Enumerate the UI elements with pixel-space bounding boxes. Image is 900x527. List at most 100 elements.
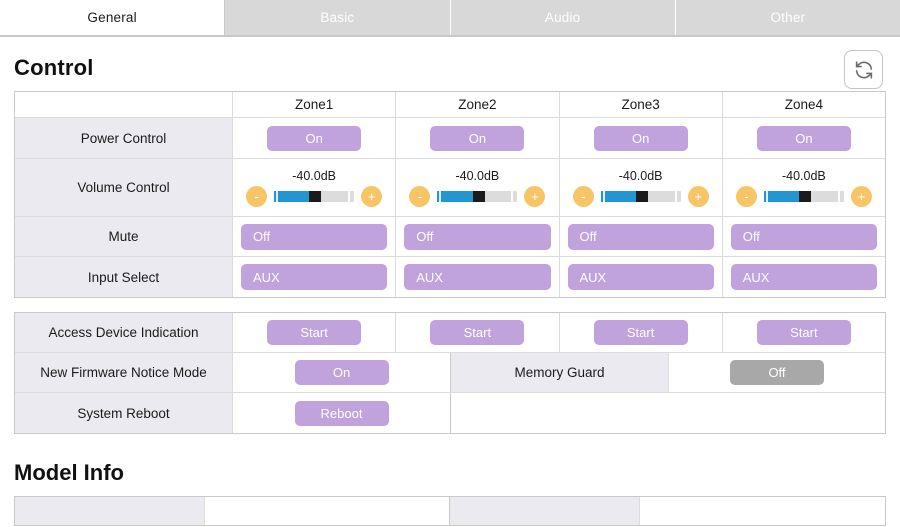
volume-slider-zone1: - + (246, 185, 383, 207)
input-select-button-zone1[interactable]: AUX (241, 264, 388, 290)
mute-row: Mute Off Off Off Off (15, 217, 885, 257)
model-info-label-cell-2 (450, 497, 640, 525)
volume-track-zone4[interactable] (763, 190, 844, 202)
access-device-indication-label: Access Device Indication (15, 313, 233, 352)
volume-track-zone1[interactable] (274, 190, 355, 202)
power-cell-zone1: On (233, 118, 397, 158)
volume-cell-zone3: -40.0dB - + (560, 159, 723, 216)
tab-bar: General Basic Audio Other (0, 0, 900, 35)
tab-basic-label: Basic (320, 10, 355, 25)
tab-audio[interactable]: Audio (450, 0, 676, 35)
power-button-zone3[interactable]: On (593, 125, 688, 151)
system-row-filler (451, 393, 885, 433)
volume-control-label: Volume Control (15, 159, 233, 216)
volume-decrease-zone4[interactable]: - (735, 185, 757, 207)
volume-slider-zone4: - + (735, 185, 872, 207)
reboot-cell: Reboot (233, 393, 451, 433)
new-firmware-notice-mode-label: New Firmware Notice Mode (15, 353, 233, 392)
volume-slider-zone3: - + (572, 185, 709, 207)
volume-control-row: Volume Control -40.0dB - + -40.0dB - (15, 159, 885, 217)
tab-general[interactable]: General (0, 0, 226, 35)
input-select-label: Input Select (15, 257, 233, 297)
refresh-button[interactable] (844, 50, 883, 89)
firmware-memoryguard-row: New Firmware Notice Mode On Memory Guard… (15, 353, 885, 393)
mute-label: Mute (15, 217, 233, 256)
memory-guard-cell: Off (669, 353, 885, 392)
power-cell-zone4: On (723, 118, 885, 158)
power-button-zone4[interactable]: On (756, 125, 851, 151)
access-cell-zone2: Start (396, 313, 560, 352)
refresh-icon (855, 60, 872, 79)
input-select-button-zone4[interactable]: AUX (730, 264, 877, 290)
mute-cell-zone3: Off (560, 217, 723, 256)
system-table: Access Device Indication Start Start Sta… (14, 312, 886, 434)
tab-other-label: Other (770, 10, 806, 25)
volume-decrease-zone3[interactable]: - (572, 185, 594, 207)
memory-guard-label: Memory Guard (451, 353, 669, 392)
access-cell-zone3: Start (560, 313, 723, 352)
input-select-row: Input Select AUX AUX AUX AUX (15, 257, 885, 297)
system-reboot-row: System Reboot Reboot (15, 393, 885, 433)
page-title: Control (14, 55, 94, 80)
access-cell-zone1: Start (233, 313, 397, 352)
zone-header-4: Zone4 (784, 97, 824, 112)
input-cell-zone1: AUX (233, 257, 397, 297)
mute-button-zone1[interactable]: Off (241, 223, 388, 250)
power-control-row: Power Control On On On On (15, 118, 885, 159)
power-button-zone2[interactable]: On (430, 125, 525, 151)
volume-increase-zone1[interactable]: + (361, 185, 383, 207)
mute-button-zone4[interactable]: Off (730, 223, 877, 250)
system-reboot-button[interactable]: Reboot (294, 400, 389, 426)
input-cell-zone2: AUX (396, 257, 560, 297)
volume-track-zone2[interactable] (437, 190, 518, 202)
zone-header-3: Zone3 (560, 92, 723, 117)
model-info-label-cell-1 (15, 497, 205, 525)
model-info-value-cell-1 (205, 497, 450, 525)
zone-header-row: Zone1 Zone2 Zone3 Zone4 (15, 92, 885, 118)
power-button-zone1[interactable]: On (267, 125, 362, 151)
input-cell-zone4: AUX (723, 257, 885, 297)
access-start-button-zone2[interactable]: Start (430, 320, 525, 345)
power-control-label: Power Control (15, 118, 233, 158)
access-start-button-zone3[interactable]: Start (593, 320, 688, 345)
input-select-button-zone2[interactable]: AUX (404, 264, 551, 290)
volume-cell-zone1: -40.0dB - + (233, 159, 397, 216)
access-start-button-zone4[interactable]: Start (756, 320, 851, 345)
memory-guard-button[interactable]: Off (730, 360, 824, 385)
volume-slider-zone2: - + (409, 185, 546, 207)
model-info-title: Model Info (14, 460, 124, 485)
volume-value-zone2: -40.0dB (455, 168, 500, 183)
volume-decrease-zone2[interactable]: - (409, 185, 431, 207)
mute-cell-zone4: Off (723, 217, 885, 256)
tab-other[interactable]: Other (675, 0, 900, 35)
firmware-cell: On (233, 353, 451, 392)
input-cell-zone3: AUX (560, 257, 723, 297)
input-select-button-zone3[interactable]: AUX (567, 264, 714, 290)
tab-audio-label: Audio (544, 10, 581, 25)
volume-increase-zone4[interactable]: + (850, 185, 872, 207)
zone-header-spacer (15, 92, 233, 117)
volume-track-zone3[interactable] (600, 190, 681, 202)
volume-value-zone4: -40.0dB (781, 168, 826, 183)
volume-increase-zone3[interactable]: + (687, 185, 709, 207)
volume-cell-zone4: -40.0dB - + (723, 159, 885, 216)
volume-cell-zone2: -40.0dB - + (396, 159, 560, 216)
tab-basic[interactable]: Basic (225, 0, 451, 35)
access-device-indication-row: Access Device Indication Start Start Sta… (15, 313, 885, 353)
model-info-table (14, 496, 886, 526)
mute-cell-zone2: Off (396, 217, 560, 256)
volume-increase-zone2[interactable]: + (524, 185, 546, 207)
mute-cell-zone1: Off (233, 217, 397, 256)
firmware-notice-button[interactable]: On (294, 360, 389, 385)
power-cell-zone2: On (396, 118, 560, 158)
mute-button-zone2[interactable]: Off (404, 223, 551, 250)
tab-general-label: General (87, 10, 137, 25)
zone-header-1: Zone1 (233, 92, 397, 117)
control-table: Zone1 Zone2 Zone3 Zone4 Power Control On… (14, 91, 886, 298)
model-info-value-cell-2 (640, 497, 885, 525)
mute-button-zone3[interactable]: Off (567, 223, 714, 250)
zone-header-2: Zone2 (396, 92, 560, 117)
access-start-button-zone1[interactable]: Start (267, 320, 362, 345)
volume-decrease-zone1[interactable]: - (246, 185, 268, 207)
